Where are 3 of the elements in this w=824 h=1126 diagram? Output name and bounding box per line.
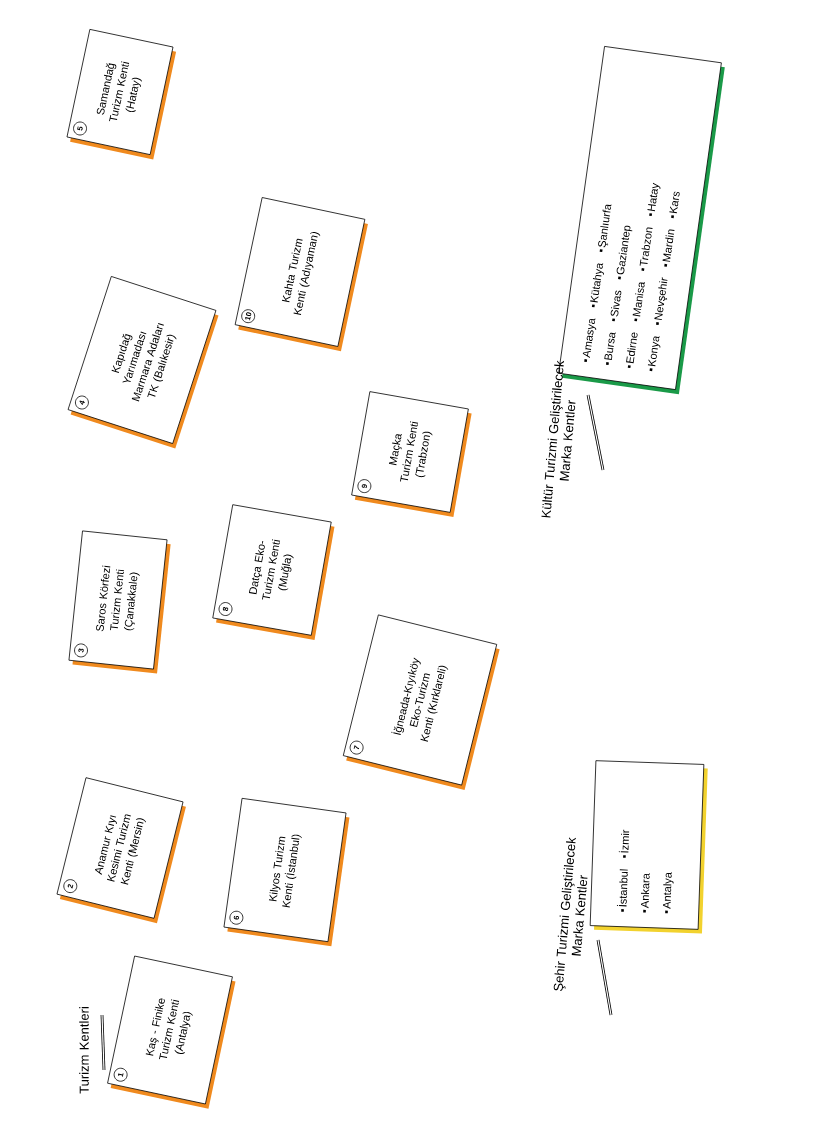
section-heading: Şehir Turizmi Geliştirilecek Marka Kentler [553,837,588,992]
city-card: İstanbul İzmir Ankara Antalya [589,760,708,934]
section-heading: Turizm Kentleri [79,1007,89,1094]
